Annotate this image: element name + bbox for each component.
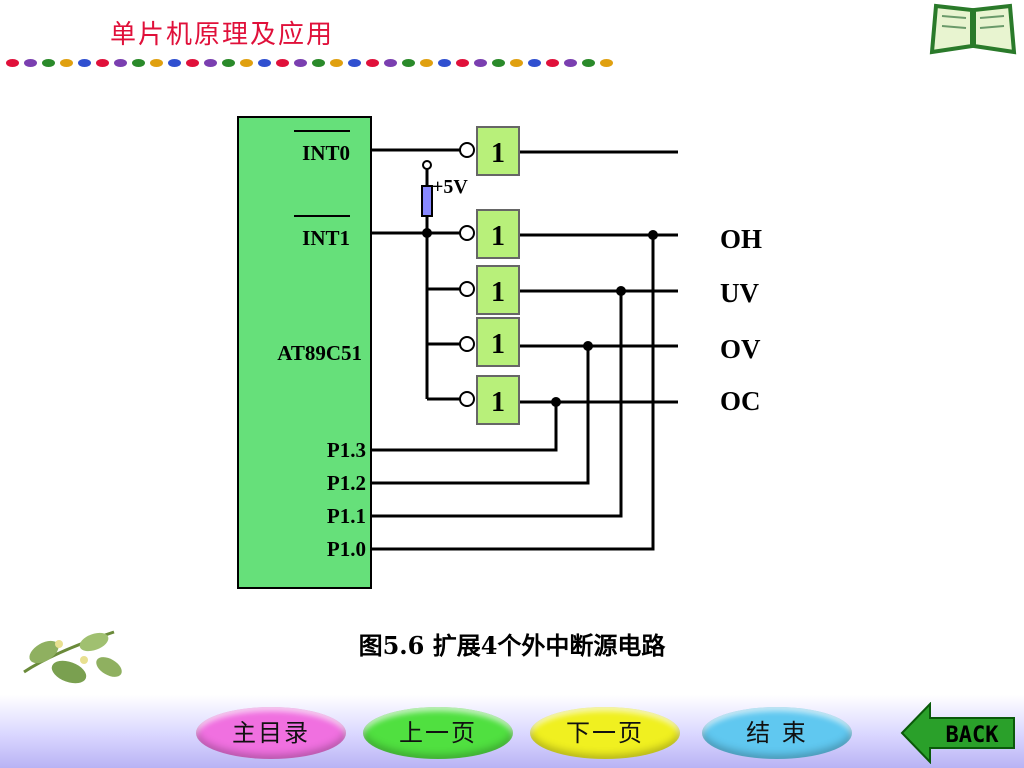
decorative-dot: [474, 58, 487, 67]
decorative-dot: [294, 58, 307, 67]
figure-caption: 图5.6 扩展4个外中断源电路: [358, 631, 666, 660]
decorative-dot: [114, 58, 127, 67]
pin-label-p10: P1.0: [327, 537, 366, 561]
inverter-gate: 1: [459, 317, 520, 367]
decorative-dot: [258, 58, 271, 67]
pin-label-int0: INT0: [302, 141, 350, 165]
decorative-dot: [546, 58, 559, 67]
svg-text:1: 1: [491, 138, 505, 169]
vcc-terminal: [422, 160, 432, 170]
end-button[interactable]: 结 束: [702, 707, 852, 759]
decorative-dot: [42, 58, 55, 67]
pin-label-p12: P1.2: [327, 471, 366, 495]
decorative-dot: [312, 58, 325, 67]
inverter-gate: 1: [459, 265, 520, 315]
decorative-dot: [528, 58, 541, 67]
signal-label-oc: OC: [720, 386, 761, 416]
decorative-dot: [564, 58, 577, 67]
decorative-dot: [420, 58, 433, 67]
decorative-dot-border: [6, 52, 616, 68]
decorative-dot: [96, 58, 109, 67]
decorative-dot: [276, 58, 289, 67]
decorative-dot: [186, 58, 199, 67]
back-button[interactable]: BACK: [900, 702, 1018, 764]
signal-label-ov: OV: [720, 334, 761, 364]
decorative-dot: [78, 58, 91, 67]
decorative-dot: [132, 58, 145, 67]
pullup-voltage-label: +5V: [432, 176, 468, 198]
back-label: BACK: [946, 723, 1000, 748]
at89c51-chip: [237, 116, 372, 589]
decorative-dot: [510, 58, 523, 67]
page-title: 单片机原理及应用: [110, 20, 335, 50]
decorative-dot: [168, 58, 181, 67]
inverter-gate: 1: [459, 209, 520, 259]
svg-text:1: 1: [491, 329, 505, 360]
pin-label-p13: P1.3: [327, 438, 366, 462]
junction-dots: [422, 228, 658, 407]
chip-label: AT89C51: [277, 341, 362, 365]
decorative-dot: [402, 58, 415, 67]
decorative-dot: [6, 58, 19, 67]
decorative-dot: [438, 58, 451, 67]
svg-text:1: 1: [491, 221, 505, 252]
svg-text:1: 1: [491, 387, 505, 418]
pin-label-p11: P1.1: [327, 504, 366, 528]
inverter-gate: 1: [459, 126, 520, 176]
decorative-dot: [240, 58, 253, 67]
pin-label-int1: INT1: [302, 226, 350, 250]
main-menu-button[interactable]: 主目录: [196, 707, 346, 759]
inverter-gate: 1: [459, 375, 520, 425]
leaf-decoration-icon: [23, 630, 122, 684]
decorative-dot: [492, 58, 505, 67]
decorative-dot: [600, 58, 613, 67]
decorative-dot: [582, 58, 595, 67]
pullup-resistor: [421, 185, 433, 217]
previous-page-button[interactable]: 上一页: [363, 707, 513, 759]
svg-text:1: 1: [491, 277, 505, 308]
decorative-dot: [456, 58, 469, 67]
signal-label-uv: UV: [720, 278, 759, 308]
decorative-dot: [150, 58, 163, 67]
book-icon[interactable]: [928, 2, 1018, 56]
decorative-dot: [384, 58, 397, 67]
decorative-dot: [330, 58, 343, 67]
signal-label-oh: OH: [720, 224, 762, 254]
decorative-dot: [348, 58, 361, 67]
decorative-dot: [60, 58, 73, 67]
circuit-wires: [371, 148, 678, 551]
decorative-dot: [24, 58, 37, 67]
next-page-button[interactable]: 下一页: [530, 707, 680, 759]
decorative-dot: [366, 58, 379, 67]
decorative-dot: [222, 58, 235, 67]
decorative-dot: [204, 58, 217, 67]
